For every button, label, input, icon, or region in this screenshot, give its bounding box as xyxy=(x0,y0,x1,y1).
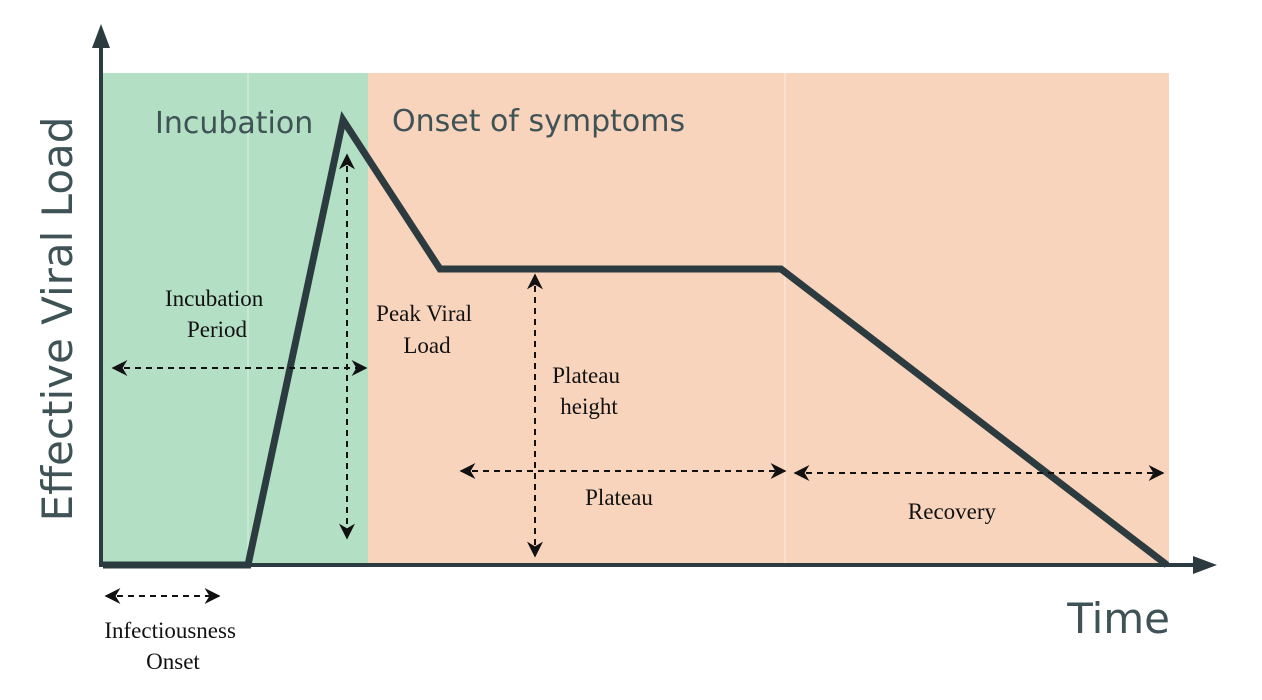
symptoms-region-label: Onset of symptoms xyxy=(392,104,685,139)
plateau-label: Plateau xyxy=(585,485,653,510)
incubation-region-label: Incubation xyxy=(155,106,313,141)
plateau-height-label: Plateau height xyxy=(552,363,625,419)
y-axis-label: Effective Viral Load xyxy=(33,117,82,522)
incubation-period-label: Incubation Period xyxy=(165,286,269,342)
incubation-region xyxy=(103,73,368,565)
infectiousness-onset-label: Infectiousness Onset xyxy=(104,618,241,674)
peak-viral-load-label: Peak Viral Load xyxy=(376,301,478,358)
viral-load-curve xyxy=(103,111,1170,569)
recovery-label: Recovery xyxy=(908,499,997,524)
symptoms-region xyxy=(368,73,1169,565)
x-axis-label: Time xyxy=(1066,594,1170,643)
y-axis-arrowhead xyxy=(92,24,110,48)
x-axis-arrowhead xyxy=(1193,556,1217,574)
